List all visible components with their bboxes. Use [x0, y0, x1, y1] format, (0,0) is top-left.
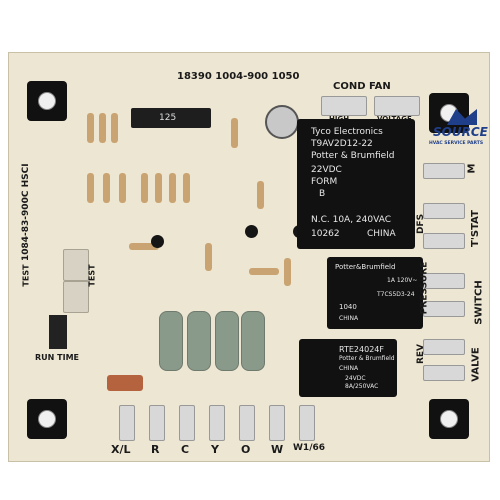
relay-small-coil: 24VDC: [345, 375, 366, 382]
bottom-label-o: O: [241, 443, 251, 456]
cond-fan-terminal-high: [321, 96, 367, 116]
relay-large-model: T9AV2D12-22: [311, 139, 373, 149]
ic-label: 125: [159, 113, 177, 123]
relay-mid-code: 1040: [339, 303, 357, 311]
relay-mid-brand: Potter&Brumfield: [335, 263, 396, 271]
transistor: [151, 235, 164, 248]
bottom-terminal-r: [149, 405, 165, 441]
run-time-label: RUN TIME: [35, 353, 79, 362]
mounting-hole-bottom-right: [429, 399, 469, 439]
right-label-m: M: [466, 163, 478, 174]
relay-small-origin: CHINA: [339, 365, 359, 372]
resistor: [249, 268, 279, 275]
test-label: TEST: [21, 264, 31, 287]
test-terminal: [63, 281, 89, 313]
terminal-rev: [423, 339, 465, 355]
terminal-tstat: [423, 233, 465, 249]
resistor: [141, 173, 148, 203]
right-label-tstat: T'STAT: [469, 210, 481, 247]
logo-sub: HVAC SERVICE PARTS: [429, 141, 484, 146]
terminal-m: [423, 163, 465, 179]
cond-fan-terminal-voltage: [374, 96, 420, 116]
terminal-pressure: [423, 273, 465, 289]
relay-large-form: FORM: [311, 177, 338, 187]
relay-large-coil: 22VDC: [311, 165, 342, 175]
terminal-valve: [423, 365, 465, 381]
right-label-valve: VALVE: [470, 347, 482, 382]
relay-small-model: RTE24024F: [339, 345, 384, 354]
logo-mark: [447, 109, 477, 125]
relay-small-rating: 8A/250VAC: [345, 383, 379, 390]
power-resistor: [241, 311, 265, 371]
power-resistor: [159, 311, 183, 371]
bottom-label-c: C: [181, 443, 190, 456]
relay-large-code: 10262: [311, 229, 340, 239]
test-terminal: [63, 249, 89, 281]
relay-mid: Potter&Brumfield 1A 120V~ T7CS5D3-24 104…: [327, 257, 423, 329]
resistor: [129, 243, 159, 250]
ic-chip: 125: [131, 108, 211, 128]
bottom-terminal-w1: [299, 405, 315, 441]
cond-fan-label: COND FAN: [333, 81, 391, 92]
bottom-label-y: Y: [211, 443, 219, 456]
bottom-label-xl: X/L: [111, 443, 131, 456]
mounting-hole-bottom-left: [27, 399, 67, 439]
relay-large-brand: Potter & Brumfield: [311, 151, 395, 161]
relay-small: RTE24024F Potter & Brumfield CHINA 24VDC…: [299, 339, 397, 397]
relay-large-contact: N.C. 10A, 240VAC: [311, 215, 391, 225]
bottom-terminal-o: [239, 405, 255, 441]
resistor: [183, 173, 190, 203]
relay-mid-model: T7CS5D3-24: [377, 291, 415, 298]
bottom-label-w1: W1/66: [293, 443, 326, 453]
test-label-2: TEST: [87, 264, 97, 287]
right-label-switch: SWITCH: [473, 280, 485, 325]
resistor: [169, 173, 176, 203]
bottom-terminal-y: [209, 405, 225, 441]
terminal-dfs: [423, 203, 465, 219]
relay-large-maker: Tyco Electronics: [311, 127, 383, 137]
resistor: [87, 113, 94, 143]
power-resistor: [215, 311, 239, 371]
power-resistor: [187, 311, 211, 371]
relay-large-form-letter: B: [319, 189, 326, 199]
relay-mid-rating: 1A 120V~: [387, 277, 418, 284]
relay-large-origin: CHINA: [367, 229, 396, 239]
capacitor-film: [107, 375, 143, 391]
board-id-vertical: 1084-83-900C HSCI: [21, 163, 31, 261]
resistor: [284, 258, 291, 286]
source-logo: SOURCE HVAC SERVICE PARTS: [429, 109, 491, 167]
resistor: [87, 173, 94, 203]
resistor: [231, 118, 238, 148]
resistor: [119, 173, 126, 203]
right-label-rev: REV: [416, 343, 427, 365]
bottom-terminal-xl: [119, 405, 135, 441]
capacitor: [265, 105, 299, 139]
bottom-label-r: R: [151, 443, 160, 456]
relay-small-brand: Potter & Brumfield: [339, 355, 395, 362]
resistor: [257, 181, 264, 209]
mounting-hole-top-left: [27, 81, 67, 121]
part-number: 18390 1004-900 1050: [177, 71, 300, 82]
right-label-dfs: DFS: [416, 213, 427, 235]
control-board: 18390 1004-900 1050 COND FAN HIGH VOLTAG…: [8, 52, 490, 462]
resistor: [103, 173, 110, 203]
relay-large: Tyco Electronics T9AV2D12-22 Potter & Br…: [297, 119, 415, 249]
transistor: [245, 225, 258, 238]
bottom-terminal-w: [269, 405, 285, 441]
resistor: [155, 173, 162, 203]
logo-text: SOURCE: [433, 125, 488, 139]
terminal-switch: [423, 301, 465, 317]
run-time-jumper: [49, 315, 67, 349]
resistor: [99, 113, 106, 143]
right-label-pressure: PRESSURE: [419, 261, 430, 315]
resistor: [111, 113, 118, 143]
bottom-terminal-c: [179, 405, 195, 441]
bottom-label-w: W: [271, 443, 284, 456]
relay-mid-origin: CHINA: [339, 315, 359, 322]
resistor: [205, 243, 212, 271]
